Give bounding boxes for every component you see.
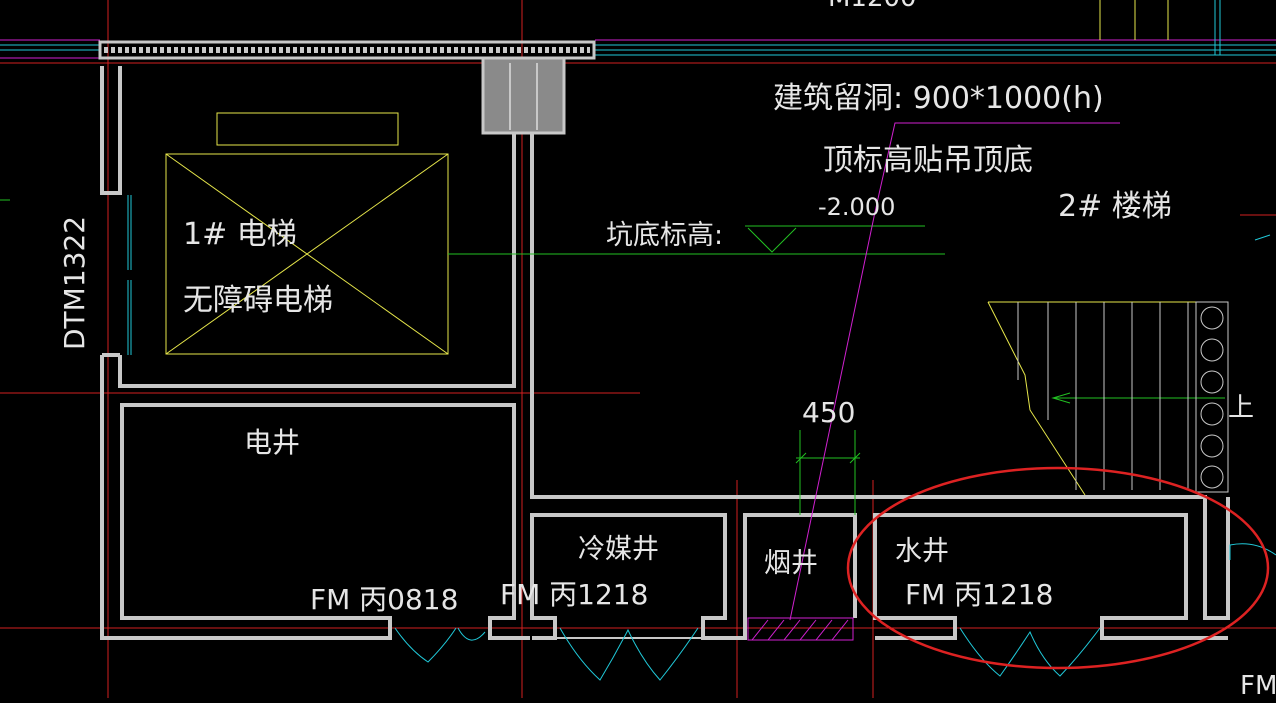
elevator-car: [165, 112, 449, 355]
text-labels: M1200 建筑留洞: 900*1000(h) 顶标高贴吊顶底 坑底标高: -2…: [58, 0, 1276, 701]
smoke-shaft-label: 烟井: [764, 548, 818, 579]
top-cut-label: M1200: [828, 0, 917, 13]
elevator-wall-left-upper: [100, 66, 122, 195]
electric-shaft-label: 电井: [244, 426, 300, 459]
electric-shaft-walls: [100, 355, 530, 640]
refrigerant-shaft-label: 冷媒井: [578, 534, 659, 565]
counterweight: [216, 112, 399, 146]
top-wall-lines: [0, 0, 1276, 59]
stair-up-label: 上: [1228, 393, 1254, 423]
opening-leader: [747, 122, 1120, 641]
elevator-door-code: DTM1322: [58, 216, 91, 350]
door-arc-electric: [394, 627, 457, 663]
refrigerant-smoke-walls: [530, 513, 857, 640]
pit-level-label: 坑底标高:: [606, 220, 723, 251]
door-arc-edge: [1229, 543, 1276, 560]
ceiling-note: 顶标高贴吊顶底: [823, 143, 1033, 178]
dimension-450: 450: [802, 396, 855, 429]
stair-2: [987, 234, 1271, 496]
door-label-refrigerant: FM 丙1218: [500, 578, 648, 611]
door-swings: [127, 195, 1276, 681]
elevator-name: 1# 电梯: [183, 217, 297, 252]
opening-note: 建筑留洞: 900*1000(h): [773, 81, 1104, 116]
door-arc-water: [959, 627, 1101, 677]
column-block: [481, 56, 566, 135]
water-shaft-walls: [873, 513, 1228, 640]
elevator-wall-inner: [118, 133, 516, 388]
door-arc-refrigerant: [559, 627, 699, 681]
top-beam: [98, 40, 596, 135]
elevator-type: 无障碍电梯: [183, 283, 333, 318]
annotation-ellipse: [846, 466, 1270, 670]
pit-level-value: -2.000: [818, 193, 895, 221]
door-label-electric: FM 丙0818: [310, 583, 458, 616]
edge-fm-label: FM: [1240, 671, 1276, 698]
stair-name: 2# 楼梯: [1058, 189, 1172, 224]
dimension-lines: [0, 199, 1225, 515]
door-label-water: FM 丙1218: [905, 578, 1053, 611]
stair-base-wall: [530, 133, 1230, 620]
walls: [100, 66, 1230, 640]
water-shaft-label: 水井: [895, 536, 949, 567]
handrail-column: [1195, 301, 1229, 493]
